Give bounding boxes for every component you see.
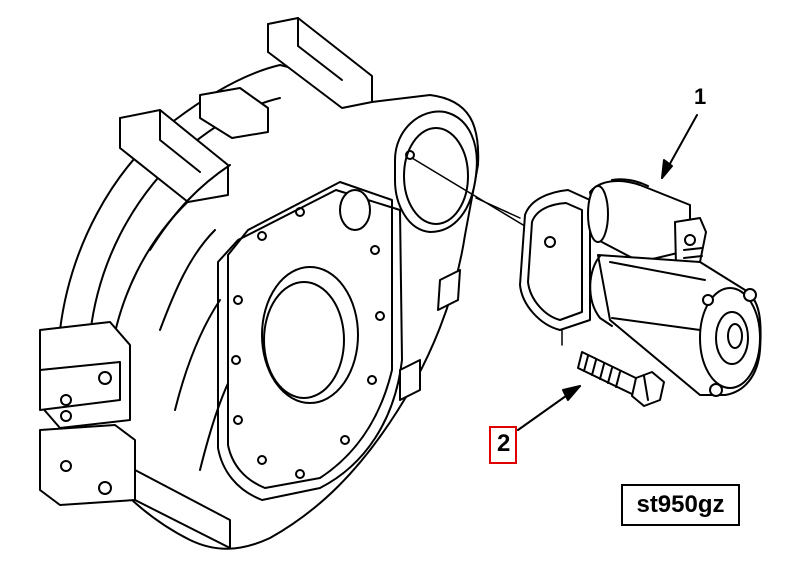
callout-number-1: 1 [694,84,707,109]
figure-code-box: st950gz [621,484,740,526]
starter-motor [519,178,762,397]
callout-number-2: 2 [497,430,511,457]
leader-arrow-2 [517,385,581,431]
highlight-box [489,426,517,464]
figure-code: st950gz [636,491,725,518]
mounting-bolt [577,351,665,407]
leader-arrow-1 [661,114,698,179]
flywheel-housing [39,17,480,550]
